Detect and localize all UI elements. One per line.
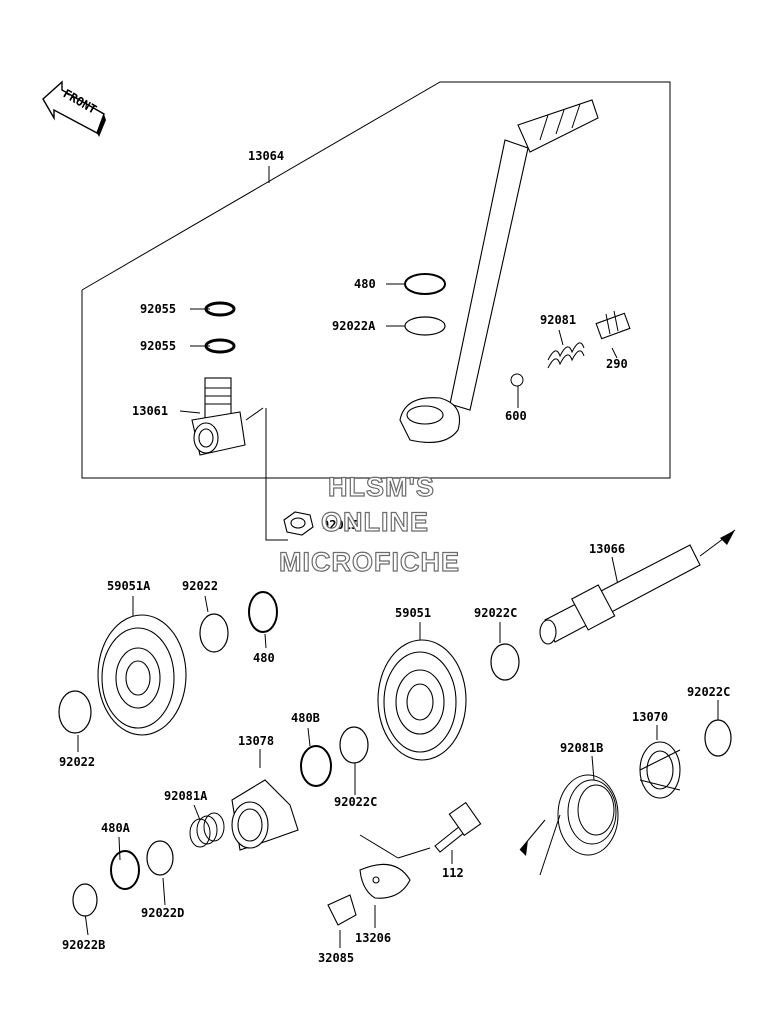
label-13064: 13064 — [248, 149, 284, 163]
watermark: HLSM'S ONLINE MICROFICHE — [278, 471, 460, 577]
watermark-line-3: MICROFICHE — [279, 547, 460, 577]
gear-59051A — [97, 614, 187, 736]
watermark-line-1: HLSM'S — [328, 472, 435, 502]
washer-92022C-c — [704, 719, 732, 757]
label-112: 112 — [442, 866, 464, 880]
label-92022-top: 92022 — [182, 579, 218, 593]
label-13206: 13206 — [355, 931, 391, 945]
plate-32085 — [327, 894, 357, 926]
washer-92022A — [404, 316, 446, 336]
o-ring-92055-a — [204, 301, 236, 317]
label-92022C-c: 92022C — [687, 685, 730, 699]
label-13070: 13070 — [632, 710, 668, 724]
guide-13206 — [359, 863, 411, 899]
spring-guide-13070 — [639, 741, 681, 799]
label-32085: 32085 — [318, 951, 354, 965]
kick-spring-92081B — [519, 774, 619, 876]
label-92055-b: 92055 — [140, 339, 176, 353]
leader-lines — [77, 283, 719, 948]
label-480B: 480B — [291, 711, 320, 725]
label-92022A: 92022A — [332, 319, 376, 333]
ball-600 — [510, 373, 524, 387]
label-480-top: 480 — [354, 277, 376, 291]
label-92022C-a: 92022C — [474, 606, 517, 620]
label-92022C-b: 92022C — [334, 795, 377, 809]
label-59051A: 59051A — [107, 579, 151, 593]
nut-92015 — [283, 511, 314, 536]
washer-92022-left — [58, 690, 92, 734]
washer-92022C-a — [490, 643, 520, 681]
circlip-480-top — [404, 273, 446, 295]
label-92081A: 92081A — [164, 789, 208, 803]
label-13066: 13066 — [589, 542, 625, 556]
label-92081: 92081 — [540, 313, 576, 327]
kick-pedal-arm — [399, 99, 599, 443]
label-92055-a: 92055 — [140, 302, 176, 316]
circlip-480B — [300, 745, 332, 787]
label-600: 600 — [505, 409, 527, 423]
bolt-112 — [434, 801, 482, 853]
washer-92022-top — [199, 613, 229, 653]
label-92022-left: 92022 — [59, 755, 95, 769]
washer-92022D — [146, 840, 174, 876]
label-480-mid: 480 — [253, 651, 275, 665]
label-290: 290 — [606, 357, 628, 371]
label-92022B: 92022B — [62, 938, 105, 952]
watermark-line-2: ONLINE — [321, 507, 429, 537]
spring-92081 — [547, 342, 585, 369]
label-480A: 480A — [101, 821, 131, 835]
kick-shaft-13066 — [539, 529, 736, 645]
label-92015: 92015 — [322, 518, 358, 532]
label-92081B: 92081B — [560, 741, 603, 755]
front-arrow-icon: FRONT — [42, 80, 106, 137]
label-92022D: 92022D — [141, 906, 184, 920]
circlip-480A — [110, 850, 140, 890]
o-ring-92055-b — [204, 338, 236, 354]
washer-92022B — [72, 883, 98, 917]
rubber-290 — [595, 310, 631, 340]
kick-boss-13061 — [191, 377, 246, 456]
assembly-outline — [81, 81, 671, 479]
label-59051: 59051 — [395, 606, 431, 620]
label-13061: 13061 — [132, 404, 168, 418]
part-labels: 13064 92055 92055 13061 480 92022A 92081… — [59, 149, 730, 965]
circlip-480-mid — [248, 591, 278, 633]
spring-92081A — [189, 812, 225, 848]
washer-92022C-b — [339, 726, 369, 764]
gear-59051 — [377, 639, 467, 761]
ratchet-13078 — [231, 779, 299, 851]
label-13078: 13078 — [238, 734, 274, 748]
